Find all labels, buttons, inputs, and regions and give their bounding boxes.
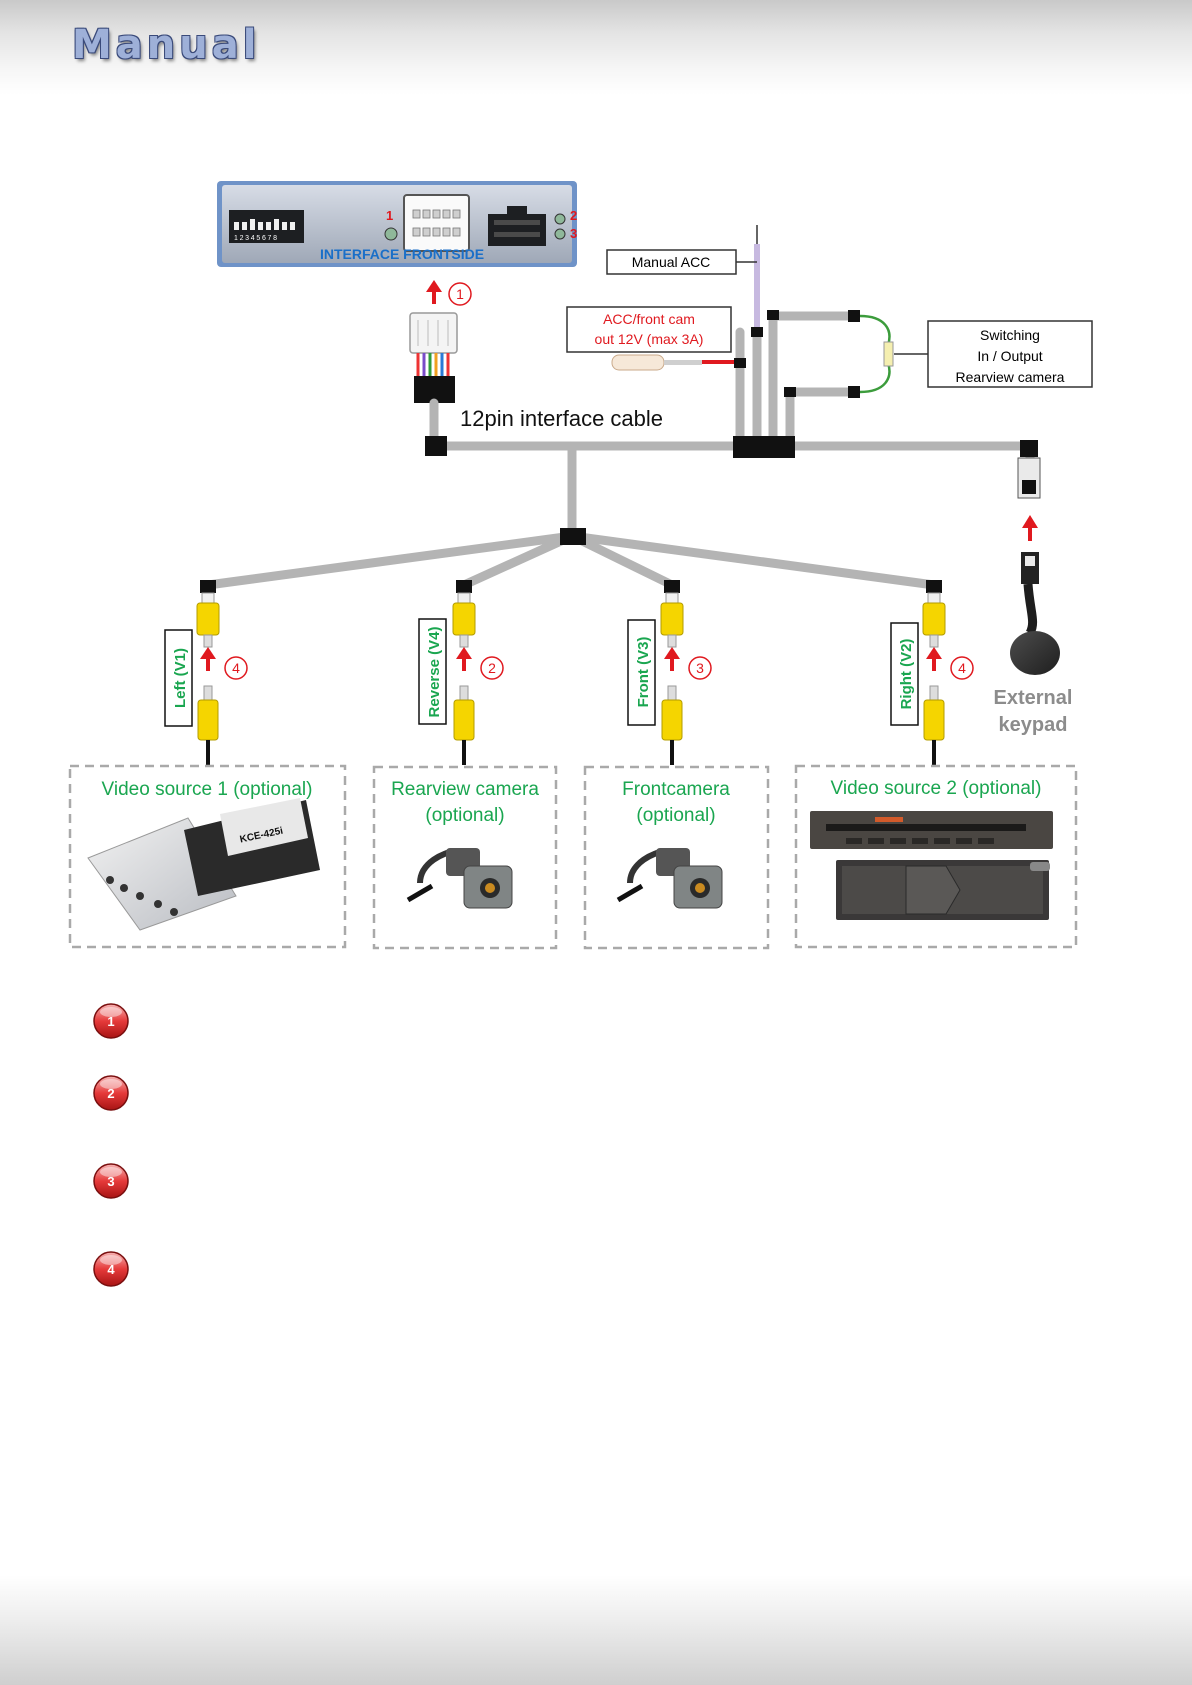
keypad-label-2: keypad xyxy=(999,714,1068,736)
source-4-title: Video source 2 (optional) xyxy=(831,778,1042,799)
switching-text-1: Switching xyxy=(980,327,1040,343)
legend: 1 2 3 4 xyxy=(93,1003,129,1287)
led-2 xyxy=(554,213,566,225)
manual-acc-text: Manual ACC xyxy=(632,254,711,270)
acc-label-line1: ACC/front cam xyxy=(603,311,695,327)
legend-number-2: 2 xyxy=(107,1086,114,1101)
source-box-rearview: Rearview camera (optional) xyxy=(372,765,558,950)
switching-text-3: Rearview camera xyxy=(956,369,1065,385)
legend-number-1: 1 xyxy=(107,1014,114,1029)
legend-marker-1: 1 xyxy=(93,1003,129,1039)
cable-harness xyxy=(203,311,1035,590)
external-keypad: External keypad xyxy=(994,457,1073,736)
switching-loop xyxy=(859,314,894,394)
input-step-front: 3 xyxy=(696,660,704,676)
source-1-title: Video source 1 (optional) xyxy=(102,779,313,800)
step-1-arrow: 1 xyxy=(426,280,472,306)
interface-plug xyxy=(409,312,458,403)
led-2-label: 2 xyxy=(570,208,577,223)
cable-label: 12pin interface cable xyxy=(460,406,663,431)
source-box-frontcamera: Frontcamera (optional) xyxy=(583,765,770,950)
source-3-subtitle: (optional) xyxy=(636,805,715,826)
led-3-label: 3 xyxy=(570,226,577,241)
input-front: Front (V3) 3 xyxy=(627,592,712,765)
legend-marker-3: 3 xyxy=(93,1163,129,1199)
led-1-label: 1 xyxy=(386,208,393,223)
source-2-title: Rearview camera xyxy=(391,779,539,800)
input-right: Right (V2) 4 xyxy=(890,592,974,765)
input-label-right: Right (V2) xyxy=(898,639,915,710)
led-1 xyxy=(384,227,398,241)
dip-switch-numbers: 12345678 xyxy=(234,235,279,242)
source-3-title: Frontcamera xyxy=(622,779,730,800)
acc-label-line2: out 12V (max 3A) xyxy=(595,331,704,347)
input-left: Left (V1) 4 xyxy=(164,592,248,765)
switching-label: Switching In / Output Rearview camera xyxy=(927,320,1093,388)
input-label-left: Left (V1) xyxy=(172,648,189,708)
footer-band xyxy=(0,1575,1192,1685)
step-1-number: 1 xyxy=(456,286,464,302)
source-box-video-1: Video source 1 (optional) KCE-425i xyxy=(68,764,347,949)
switching-text-2: In / Output xyxy=(977,348,1042,364)
source-box-video-2: Video source 2 (optional) xyxy=(794,764,1078,949)
keypad-label-1: External xyxy=(994,687,1073,709)
input-step-left: 4 xyxy=(232,660,240,676)
legend-number-3: 3 xyxy=(107,1174,114,1189)
acc-output-label: ACC/front cam out 12V (max 3A) xyxy=(566,306,732,353)
interface-label: INTERFACE FRONTSIDE xyxy=(320,246,484,262)
legend-marker-4: 4 xyxy=(93,1251,129,1287)
cable-connectors xyxy=(200,310,1038,593)
page-title: Manual xyxy=(72,22,261,68)
input-label-reverse: Reverse (V4) xyxy=(426,627,443,718)
led-3 xyxy=(554,228,566,240)
legend-number-4: 4 xyxy=(107,1262,115,1277)
input-step-reverse: 2 xyxy=(488,660,496,676)
input-step-right: 4 xyxy=(958,660,966,676)
input-label-front: Front (V3) xyxy=(635,637,652,708)
manual-acc-label: Manual ACC xyxy=(606,249,757,275)
input-reverse: Reverse (V4) 2 xyxy=(418,592,504,765)
header-band xyxy=(0,0,1192,95)
interface-module: 12345678 1 2 3 INTERFACE FRONTSIDE xyxy=(217,181,577,267)
source-2-subtitle: (optional) xyxy=(425,805,504,826)
legend-marker-2: 2 xyxy=(93,1075,129,1111)
acc-pin xyxy=(611,354,702,371)
